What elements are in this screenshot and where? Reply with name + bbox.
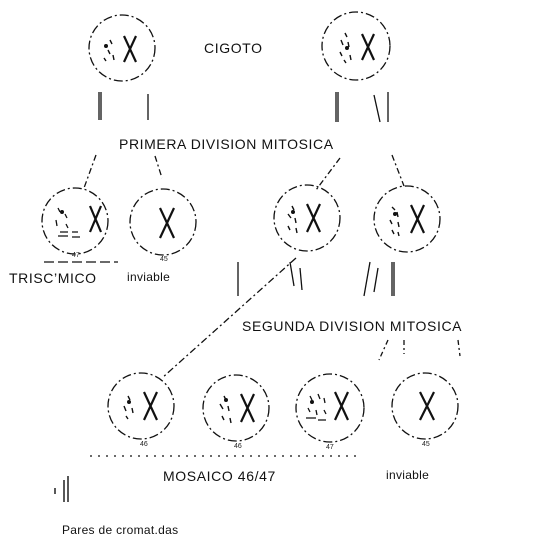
chromatid-lines-top [98, 92, 389, 123]
cell-second-row-c [273, 184, 341, 252]
label-mosaico: MOSAICO 46/47 [163, 468, 276, 484]
zygote-cell-left [88, 14, 156, 82]
label-pares-cromatidas: Pares de cromat.das [62, 523, 179, 537]
label-primera-division: PRIMERA DIVISION MITOSICA [119, 136, 334, 152]
count-mosaic-b: 46 [234, 443, 242, 450]
cell-second-row-d [373, 185, 441, 253]
chromatid-lines-middle [237, 261, 395, 297]
label-inviable-top: inviable [127, 270, 171, 284]
mosaic-cell-b [202, 374, 270, 442]
division-arrows-1 [83, 154, 405, 191]
zygote-cell-right [321, 11, 391, 81]
trisomic-cell [41, 187, 109, 255]
mosaic-cell-c [295, 373, 365, 443]
count-trisomic: 47 [72, 252, 80, 259]
inviable-cell-bottom [391, 372, 459, 440]
count-inviable-top: 45 [160, 256, 168, 263]
count-inviable-bottom: 45 [422, 441, 430, 448]
division-arrows-2 [378, 339, 461, 361]
label-trisomico: TRISC’MICO [9, 270, 97, 286]
count-mosaic-a: 46 [140, 441, 148, 448]
label-cigoto: CIGOTO [204, 40, 263, 56]
mosaic-cell-a [107, 372, 175, 440]
chromatid-pair-symbol [54, 476, 69, 502]
label-inviable-bottom: inviable [386, 468, 430, 482]
count-mosaic-c: 47 [326, 444, 334, 451]
label-segunda-division: SEGUNDA DIVISION MITOSICA [242, 318, 463, 334]
inviable-cell-top [129, 188, 197, 256]
